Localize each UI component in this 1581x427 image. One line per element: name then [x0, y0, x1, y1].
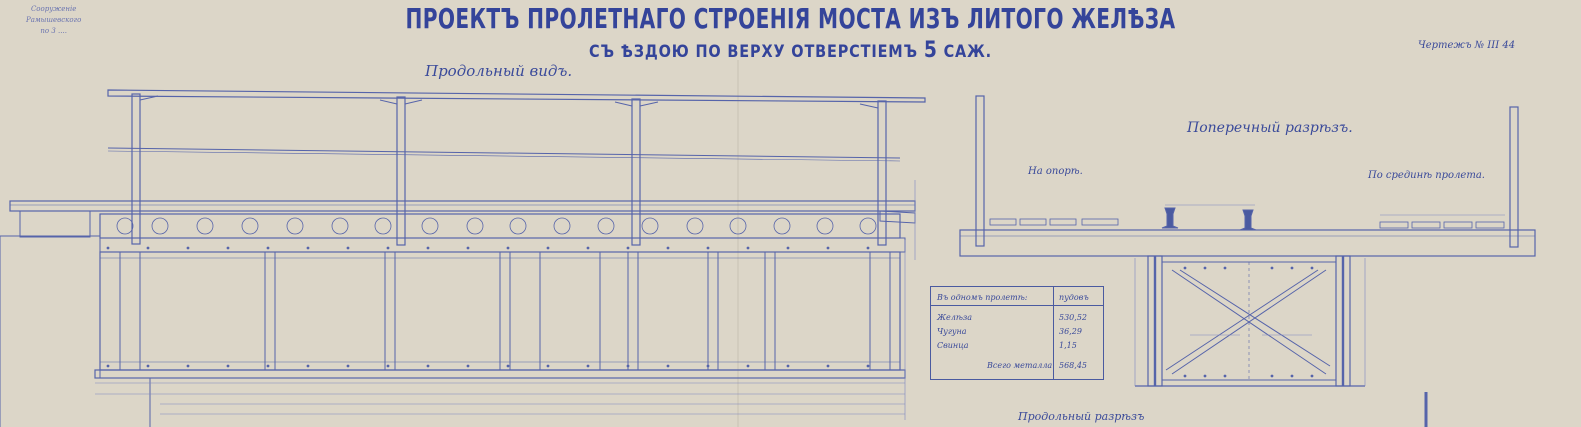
- table-divider: [931, 305, 1103, 306]
- longitudinal-view-label: Продольный видъ.: [425, 62, 573, 80]
- plan-view-label: Продольный разрѣзъ: [1018, 410, 1145, 423]
- table-row-value: 1,15: [1059, 341, 1077, 350]
- corner-note: Сооруженіе Рамышевского по 3 ....: [26, 4, 81, 37]
- corner-note-line: Сооруженіе: [30, 5, 77, 13]
- subtitle-suffix: САЖ.: [943, 42, 992, 62]
- sheet-subtitle: СЪ ѢЗДОЮ ПО ВЕРХУ ОТВЕРСТІЕМЪ 5 САЖ.: [119, 38, 1463, 63]
- on-support-label: На опорѣ.: [1028, 166, 1083, 177]
- corner-note-line: по 3 ....: [40, 27, 67, 35]
- table-row-label: Чугуна: [937, 327, 967, 336]
- corner-note-line: Рамышевского: [26, 16, 82, 24]
- table-header: Въ одномъ пролетѣ:: [937, 293, 1028, 302]
- table-row-label: Свинца: [937, 341, 969, 350]
- table-row-value: 530,52: [1059, 313, 1087, 322]
- table-unit: пудовъ: [1059, 293, 1089, 302]
- subtitle-number: 5: [923, 38, 938, 63]
- table-row-value: 36,29: [1059, 327, 1082, 336]
- mid-span-label: По срединѣ пролета.: [1368, 170, 1485, 181]
- sheet-title: ПРОЕКТЪ ПРОЛЕТНАГО СТРОЕНІЯ МОСТА ИЗЪ ЛИ…: [405, 2, 1176, 35]
- drawing-number: Чертежъ № III 44: [1418, 40, 1516, 51]
- weight-table: Въ одномъ пролетѣ: пудовъ Желѣза 530,52 …: [930, 286, 1104, 380]
- subtitle-prefix: СЪ ѢЗДОЮ ПО ВЕРХУ ОТВЕРСТІЕМЪ: [589, 42, 918, 62]
- table-row-label: Желѣза: [937, 313, 973, 322]
- table-divider: [1053, 287, 1054, 379]
- cross-section-label: Поперечный разрѣзъ.: [1187, 120, 1353, 136]
- table-total-label: Всего металла: [987, 361, 1053, 370]
- table-total-value: 568,45: [1059, 361, 1087, 370]
